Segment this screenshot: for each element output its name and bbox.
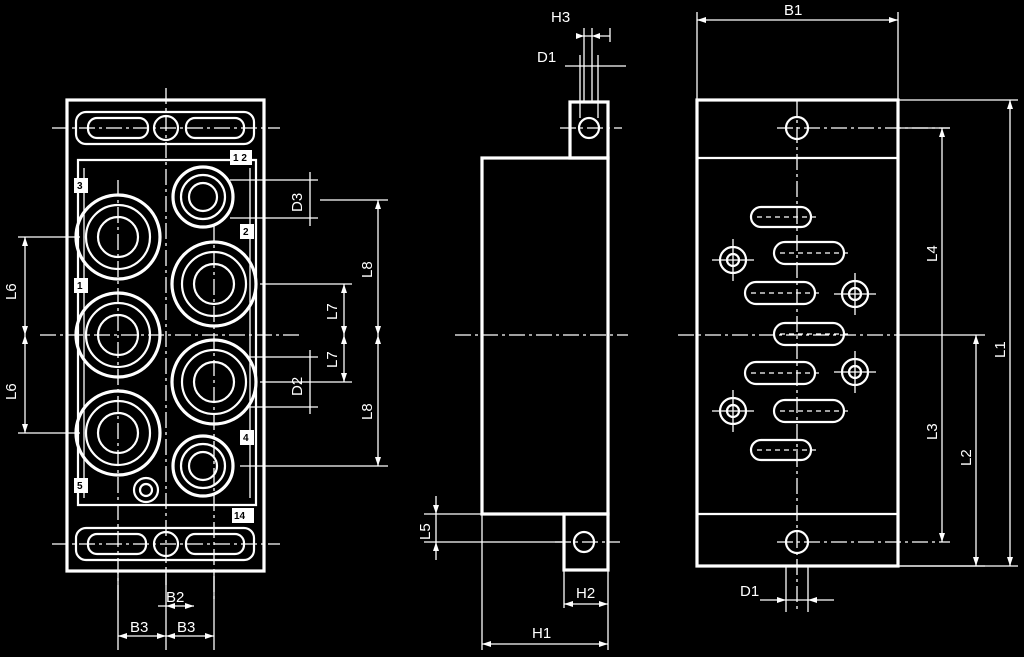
dim-L6-upper: L6 (3, 283, 20, 300)
port-label-2: 2 (243, 227, 249, 238)
dim-D2: D2 (289, 377, 306, 396)
dim-L4: L4 (924, 245, 941, 262)
port-12-outer (171, 165, 235, 229)
side-tab-top (568, 100, 610, 160)
dim-L7-upper: L7 (324, 303, 341, 320)
port-label-3: 3 (77, 181, 83, 192)
top-view: B1 L4 L3 L2 L1 D1 (678, 2, 1018, 612)
port-label-14: 14 (234, 511, 246, 522)
port-label-1: 1 (77, 281, 83, 292)
port-label-5: 5 (77, 481, 83, 492)
dim-B2: B2 (166, 589, 184, 606)
dim-H3: H3 (551, 9, 570, 26)
dim-L2: L2 (958, 449, 975, 466)
port-label-12: 1 2 (233, 153, 247, 164)
dim-L3: L3 (924, 423, 941, 440)
dim-L1: L1 (992, 341, 1009, 358)
dim-L8-upper: L8 (359, 261, 376, 278)
dim-B3-right: B3 (177, 619, 195, 636)
dim-B1: B1 (784, 2, 802, 19)
side-outline (480, 156, 610, 516)
dim-D1-side: D1 (537, 49, 556, 66)
dim-H1: H1 (532, 625, 551, 642)
dim-L6-lower: L6 (3, 383, 20, 400)
side-view: H3 D1 L5 H2 H1 (417, 9, 628, 650)
front-view: 1 2 3 2 1 4 5 14 L6 L6 B2 B3 (3, 88, 300, 650)
dim-H2: H2 (576, 585, 595, 602)
dim-L8-lower: L8 (359, 403, 376, 420)
body-dimensions: D3 D2 L7 L7 L8 L8 (230, 172, 388, 467)
dim-D3: D3 (289, 193, 306, 212)
dim-D1-top: D1 (740, 583, 759, 600)
port-14-outer (171, 434, 235, 498)
port-label-4: 4 (243, 433, 249, 444)
dim-L7-lower: L7 (324, 351, 341, 368)
dim-L5: L5 (417, 523, 434, 540)
dim-B3-left: B3 (130, 619, 148, 636)
